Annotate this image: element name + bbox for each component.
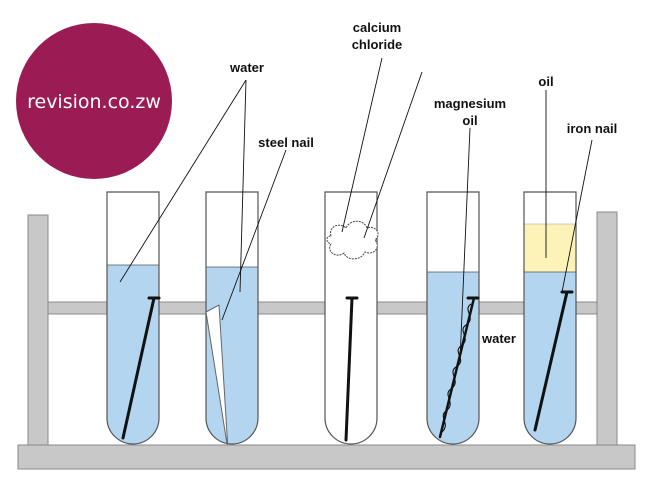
tube-water-and-steel-nail [205,191,259,451]
test-tube [523,191,577,445]
calcium-chloride-lump [326,220,379,260]
logo-badge: revision.co.zw [16,23,172,179]
label-iron-nail: iron nail [567,121,618,136]
leader-steel-nail [221,149,287,321]
water-fill [206,267,258,444]
leader-water-tube1 [119,79,247,283]
leader-calcium-chloride-1 [341,57,383,233]
label-magnesium: magnesium [434,96,506,111]
water-fill [427,272,479,444]
magnesium-ribbon [441,303,472,433]
nail [121,296,156,440]
logo-circle [16,23,172,179]
label-steel-nail: steel nail [258,135,314,150]
tube-calcium-chloride [324,191,379,445]
iron-nail [533,290,569,432]
label-chloride: chloride [352,37,403,52]
nail [344,296,354,442]
leader-water-tube2 [239,79,247,293]
leader-calcium-chloride-2 [363,71,423,239]
label-water-right: water [481,331,516,346]
nail [438,296,476,439]
label-magnesium-oil: oil [462,113,477,128]
test-tube [205,191,259,445]
logo-text: revision.co.zw [27,91,161,113]
tube-water-and-nail [106,191,161,445]
rack-base [17,444,636,470]
tube-oil-over-water [523,191,577,445]
water-fill [524,272,576,444]
steel-nail [205,304,229,451]
label-water: water [229,60,264,75]
test-tube [106,191,160,445]
leader-iron-nail [561,139,593,293]
test-tube [426,191,480,445]
water-fill [107,265,159,444]
label-oil: oil [538,74,553,89]
leader-magnesium [459,127,471,361]
tube-magnesium-in-water [426,191,480,445]
label-calcium: calcium [353,20,401,35]
leader-lines [119,57,593,361]
rack-right-post [596,211,618,446]
rack-left-post [27,214,49,446]
